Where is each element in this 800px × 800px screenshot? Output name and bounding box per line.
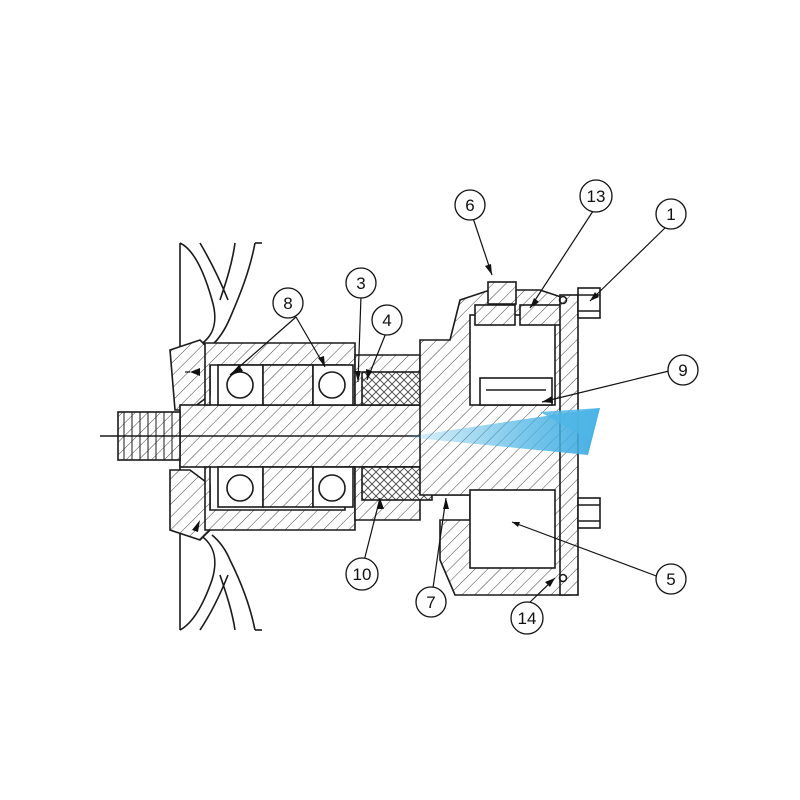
callout-7: 7 — [415, 586, 447, 618]
callout-5-label: 5 — [666, 570, 675, 589]
callout-1: 1 — [655, 198, 687, 230]
callout-13: 13 — [579, 179, 613, 213]
callout-10: 10 — [345, 557, 379, 591]
leader-arrows — [190, 264, 599, 587]
leader-lines — [185, 207, 670, 606]
callout-14-label: 14 — [518, 609, 537, 628]
callout-6: 6 — [454, 189, 486, 221]
water-jet-tip — [540, 408, 600, 440]
callout-8: 8 — [272, 287, 304, 319]
callout-13-label: 13 — [587, 187, 606, 206]
callout-1-label: 1 — [666, 205, 675, 224]
callout-14: 14 — [510, 601, 544, 635]
callout-10-label: 10 — [353, 565, 372, 584]
callout-5: 5 — [655, 563, 687, 595]
callout-7-label: 7 — [426, 593, 435, 612]
callout-3: 3 — [345, 267, 377, 299]
callout-9-label: 9 — [678, 361, 687, 380]
callout-9: 9 — [667, 354, 699, 386]
water-jet — [405, 408, 600, 455]
callout-3-label: 3 — [356, 274, 365, 293]
callout-4: 4 — [371, 304, 403, 336]
ball-bearings — [217, 364, 354, 508]
callout-4-label: 4 — [382, 311, 391, 330]
callout-6-label: 6 — [465, 196, 474, 215]
callout-8-label: 8 — [283, 294, 292, 313]
